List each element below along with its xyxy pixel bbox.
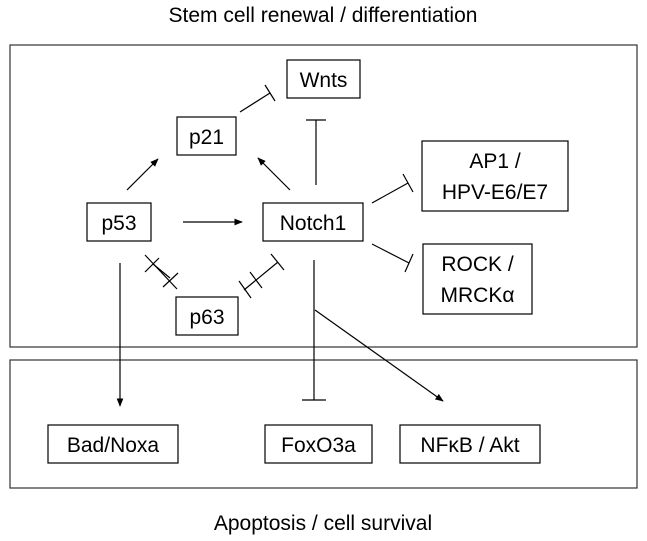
node-wnts-label: Wnts bbox=[300, 69, 348, 92]
node-p63: p63 bbox=[175, 296, 239, 336]
edge-p21-inhibits-wnts bbox=[239, 84, 276, 113]
edge-notch1-to-nfkb bbox=[314, 309, 444, 402]
lower-region-frame bbox=[9, 359, 638, 489]
node-p21-label: p21 bbox=[189, 126, 224, 149]
node-nfkb-label: NFκB / Akt bbox=[420, 434, 519, 457]
edge-notch1-inhibits-wnts bbox=[306, 119, 326, 185]
edge-notch1-inhibits-rock bbox=[371, 243, 414, 273]
node-p21: p21 bbox=[176, 116, 237, 156]
node-nfkb-akt: NFκB / Akt bbox=[399, 424, 541, 464]
node-rock-label: ROCK / bbox=[441, 253, 514, 276]
top-region-title: Stem cell renewal / differentiation bbox=[169, 4, 478, 27]
node-p63-label: p63 bbox=[189, 306, 224, 329]
node-foxo3a-label: FoxO3a bbox=[281, 434, 356, 457]
node-hpv-label: HPV-E6/E7 bbox=[442, 181, 548, 204]
node-ap1-label: AP1 / bbox=[469, 150, 521, 173]
edge-notch1-inhibits-ap1 bbox=[371, 173, 414, 204]
upper-region-frame bbox=[9, 44, 638, 348]
edge-p53-p63-mutual-inhibition bbox=[144, 254, 179, 290]
node-badnoxa: Bad/Noxa bbox=[47, 424, 179, 464]
node-p53: p53 bbox=[86, 202, 152, 242]
node-p53-label: p53 bbox=[101, 212, 136, 235]
edge-p53-to-p21 bbox=[126, 158, 159, 191]
node-badnoxa-label: Bad/Noxa bbox=[67, 434, 160, 457]
node-notch1-label: Notch1 bbox=[280, 212, 347, 235]
node-notch1: Notch1 bbox=[262, 202, 364, 242]
node-mrck-label: MRCKα bbox=[441, 284, 515, 307]
node-wnts: Wnts bbox=[286, 59, 361, 99]
edge-notch1-to-p21 bbox=[257, 157, 291, 191]
node-rock-mrck: ROCK / MRCKα bbox=[422, 243, 533, 315]
node-foxo3a: FoxO3a bbox=[264, 424, 373, 464]
node-ap1-hpv: AP1 / HPV-E6/E7 bbox=[421, 140, 569, 212]
bottom-region-title: Apoptosis / cell survival bbox=[214, 512, 432, 535]
edge-p63-notch1-mutual-inhibition bbox=[238, 253, 285, 299]
edge-notch1-inhibits-foxo3a bbox=[302, 260, 326, 401]
